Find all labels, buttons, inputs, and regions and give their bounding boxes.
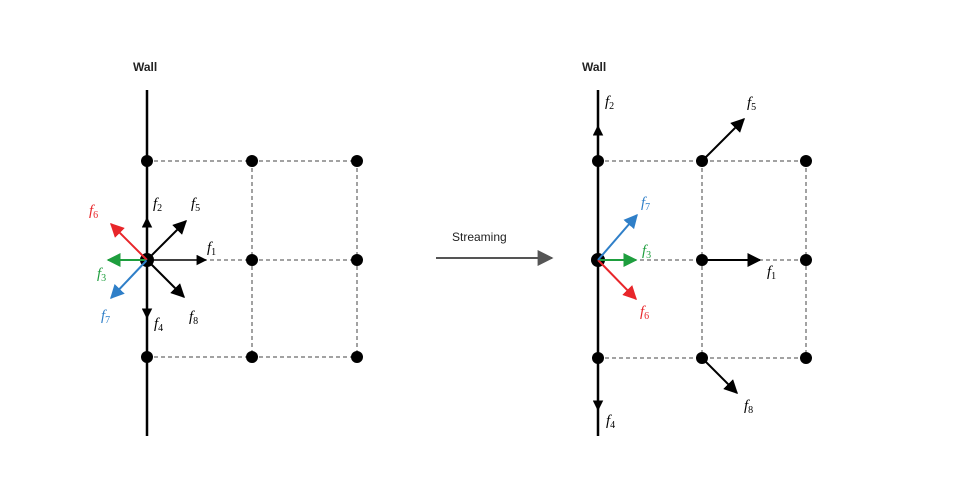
- right-label-f3: f3: [642, 243, 651, 261]
- left-labels: f1 f2 f3 f4 f5 f6 f7 f8: [89, 196, 216, 334]
- right-arrow-f8: [701, 357, 738, 394]
- lattice-node: [246, 351, 258, 363]
- left-label-f5: f5: [191, 196, 200, 214]
- lattice-node: [351, 254, 363, 266]
- lattice-node: [141, 351, 153, 363]
- left-arrow-f5: [146, 220, 187, 261]
- left-label-f2: f2: [153, 196, 162, 214]
- right-arrow-f5: [701, 118, 745, 162]
- lattice-node: [800, 352, 812, 364]
- left-label-f4: f4: [154, 316, 163, 334]
- right-label-f2: f2: [605, 94, 614, 112]
- right-wall-label: Wall: [582, 60, 606, 74]
- right-label-f5: f5: [747, 95, 756, 113]
- right-label-f1: f1: [767, 264, 776, 282]
- right-arrow-f7: [597, 213, 638, 261]
- right-label-f4: f4: [606, 413, 615, 431]
- right-labels: f1 f2 f3 f4 f5 f6 f7 f8: [605, 94, 776, 431]
- lattice-node: [800, 254, 812, 266]
- lattice-node: [246, 155, 258, 167]
- streaming-step: Streaming: [436, 230, 554, 266]
- lattice-node: [141, 155, 153, 167]
- left-arrow-f8: [146, 259, 185, 298]
- left-label-f1: f1: [207, 240, 216, 258]
- left-label-f3: f3: [97, 266, 106, 284]
- left-arrow-f7: [110, 259, 148, 300]
- lattice-node: [351, 351, 363, 363]
- left-wall-label: Wall: [133, 60, 157, 74]
- lattice-node: [351, 155, 363, 167]
- right-label-f6: f6: [640, 304, 649, 322]
- streaming-label: Streaming: [452, 230, 507, 244]
- left-panel: Wall: [89, 60, 363, 436]
- right-arrow-f6: [597, 259, 637, 301]
- lattice-node: [800, 155, 812, 167]
- left-label-f6: f6: [89, 203, 98, 221]
- left-label-f8: f8: [189, 309, 198, 327]
- left-arrow-f6: [110, 223, 148, 261]
- left-label-f7: f7: [101, 308, 110, 326]
- right-panel: Wall f1 f2: [582, 60, 812, 436]
- lattice-node: [246, 254, 258, 266]
- right-label-f8: f8: [744, 398, 753, 416]
- right-label-f7: f7: [641, 195, 650, 213]
